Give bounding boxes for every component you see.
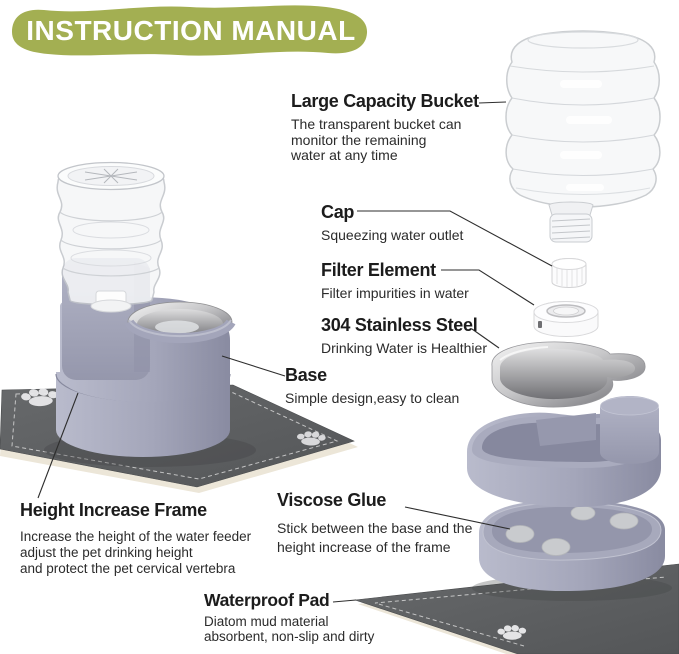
left-bowl-front-rim (124, 319, 236, 344)
label-heading-frame: Height Increase Frame (20, 500, 207, 520)
left-bowl-rim-highlight (128, 319, 232, 338)
bottle-water-line (70, 249, 152, 267)
left-bowl-water (155, 320, 199, 334)
label-desc-filter: Filter impurities in water (321, 285, 469, 301)
pointer-line-cap (357, 210, 553, 267)
pointer-line-glue (404, 506, 511, 530)
pointer-line-bucket (478, 101, 507, 104)
label-heading-cap: Cap (321, 202, 355, 222)
pointer-line-base (221, 355, 286, 377)
label-desc-steel: Drinking Water is Healthier (321, 340, 487, 356)
label-cap: Cap Squeezing water outlet (321, 202, 463, 244)
label-desc-frame: Increase the height of the water feeder … (20, 529, 252, 576)
pointer-lines (37, 101, 553, 603)
viscose-glue-disc (570, 505, 596, 521)
label-desc-base: Simple design,easy to clean (285, 390, 460, 406)
pointer-line-steel (471, 328, 500, 349)
label-heading-pad: Waterproof Pad (204, 590, 330, 610)
label-heading-base: Base (285, 365, 327, 385)
bottle-water-line (72, 221, 150, 239)
label-heading-filter: Filter Element (321, 260, 436, 280)
viscose-glue-disc (541, 538, 571, 556)
label-desc-bucket: The transparent bucket can monitor the r… (291, 116, 462, 163)
label-heading-glue: Viscose Glue (277, 490, 387, 510)
exploded-view-illustration (354, 30, 679, 654)
page-title: INSTRUCTION MANUAL (26, 15, 356, 46)
pointer-line-pad (332, 599, 357, 603)
exploded-steel-bowl (491, 341, 646, 408)
label-filter-element: Filter Element Filter impurities in wate… (321, 260, 469, 302)
viscose-glue-disc (609, 512, 639, 530)
assembled-feeder-illustration (0, 161, 358, 493)
label-viscose-glue: Viscose Glue Stick between the base and … (277, 490, 472, 556)
bottle-collar-ring (90, 299, 132, 313)
title-banner-ribbon (12, 5, 368, 56)
exploded-base-piece (467, 396, 661, 508)
bottle-rib (59, 211, 163, 222)
label-large-capacity-bucket: Large Capacity Bucket The transparent bu… (291, 91, 479, 164)
label-desc-pad: Diatom mud material absorbent, non-slip … (204, 614, 375, 644)
label-desc-glue: Stick between the base and the height in… (277, 520, 473, 555)
label-waterproof-pad: Waterproof Pad Diatom mud material absor… (204, 590, 374, 644)
pointer-line-filter (441, 269, 535, 306)
label-heading-bucket: Large Capacity Bucket (291, 91, 479, 111)
bottle-rib (60, 239, 162, 250)
exploded-filter-element (533, 301, 599, 337)
exploded-cap (551, 258, 587, 288)
label-heading-steel: 304 Stainless Steel (321, 315, 478, 335)
right-mat-stitching (374, 576, 667, 647)
bottle-lid-spokes (84, 168, 138, 184)
viscose-glue-disc (505, 525, 535, 543)
exploded-bucket (505, 30, 661, 243)
label-stainless-steel: 304 Stainless Steel Drinking Water is He… (321, 315, 487, 357)
bottle-rib (62, 267, 160, 277)
label-desc-cap: Squeezing water outlet (321, 227, 464, 243)
label-base: Base Simple design,easy to clean (285, 365, 459, 407)
label-height-increase-frame: Height Increase Frame Increase the heigh… (20, 500, 251, 577)
pointer-line-frame (37, 392, 79, 499)
